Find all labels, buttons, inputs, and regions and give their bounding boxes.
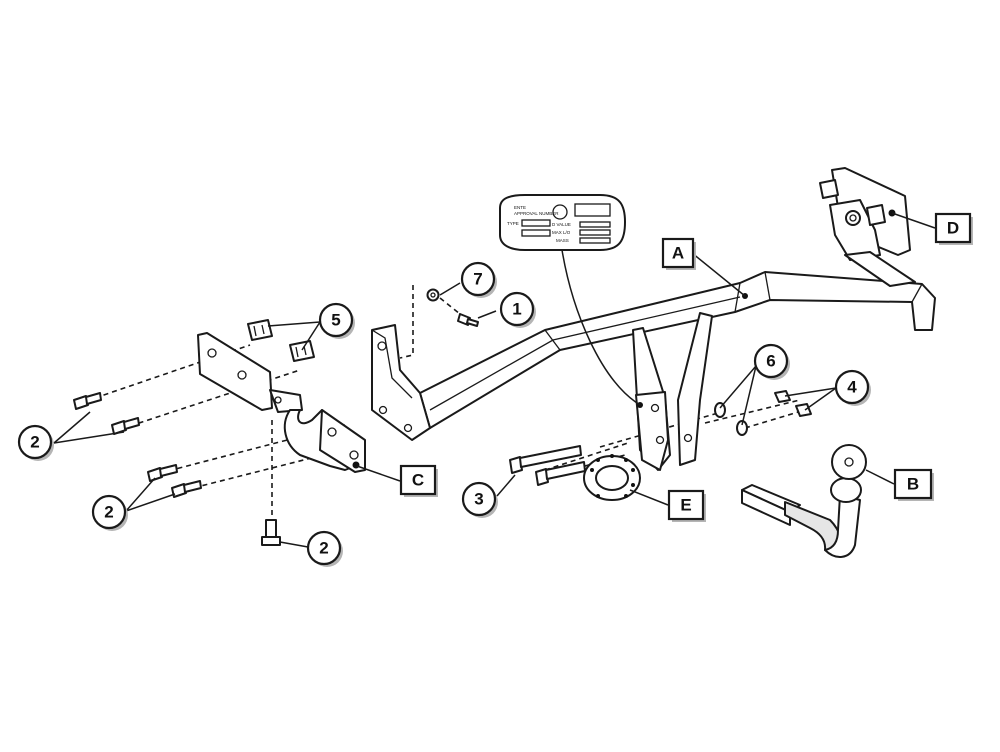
callout-4-label: 4 — [847, 378, 857, 397]
callout-2-left: 2 — [17, 424, 54, 461]
bolt-vertical — [261, 519, 281, 546]
socket-plate — [583, 454, 641, 501]
bolts-left-lower — [147, 464, 202, 498]
callout-2-bottom: 2 — [306, 530, 343, 567]
callout-c-label: C — [412, 471, 424, 490]
callout-c: C — [399, 464, 438, 497]
right-side-bracket — [819, 167, 916, 287]
callout-3-label: 3 — [474, 490, 483, 509]
callout-7-label: 7 — [473, 270, 482, 289]
callout-6: 6 — [753, 343, 790, 380]
plate-mass: MASS — [556, 238, 569, 243]
callout-d: D — [934, 212, 973, 245]
callout-d-label: D — [947, 219, 959, 238]
plate-max-load: MAX L/O — [552, 230, 571, 235]
callout-5-label: 5 — [331, 311, 340, 330]
bolts-left-upper — [73, 392, 140, 435]
left-side-bracket — [197, 324, 431, 473]
washers-and-nuts — [714, 390, 812, 436]
callout-4: 4 — [834, 369, 871, 406]
central-hanger — [632, 312, 713, 471]
identification-plate: ENTE APPROVAL NUMBER TYPE D VALUE MAX L/… — [499, 194, 641, 406]
callout-e: E — [667, 489, 706, 522]
callout-b-label: B — [907, 475, 919, 494]
callout-1-label: 1 — [512, 300, 521, 319]
plate-type: TYPE — [507, 221, 519, 226]
callout-b: B — [893, 468, 934, 501]
callout-2-middle-label: 2 — [104, 503, 113, 522]
plate-line2: APPROVAL NUMBER — [514, 211, 559, 216]
clip-nuts — [247, 319, 315, 362]
main-crossbar — [419, 271, 936, 429]
callout-2-middle: 2 — [91, 494, 128, 531]
callout-e-label: E — [680, 496, 691, 515]
callout-a: A — [661, 237, 696, 270]
callout-1: 1 — [499, 291, 536, 328]
callout-3: 3 — [461, 481, 498, 518]
plate-line1: ENTE — [514, 205, 526, 210]
center-bolts — [509, 445, 586, 486]
callout-a-label: A — [672, 244, 684, 263]
callout-2-bottom-label: 2 — [319, 539, 328, 558]
callout-7: 7 — [460, 261, 497, 298]
tow-ball-neck — [741, 444, 867, 558]
callout-5: 5 — [318, 302, 355, 339]
plate-d-value: D VALUE — [552, 222, 571, 227]
callout-6-label: 6 — [766, 352, 775, 371]
washer-and-screw — [426, 288, 479, 327]
callout-2-left-label: 2 — [30, 433, 39, 452]
leader-lines — [53, 212, 936, 548]
